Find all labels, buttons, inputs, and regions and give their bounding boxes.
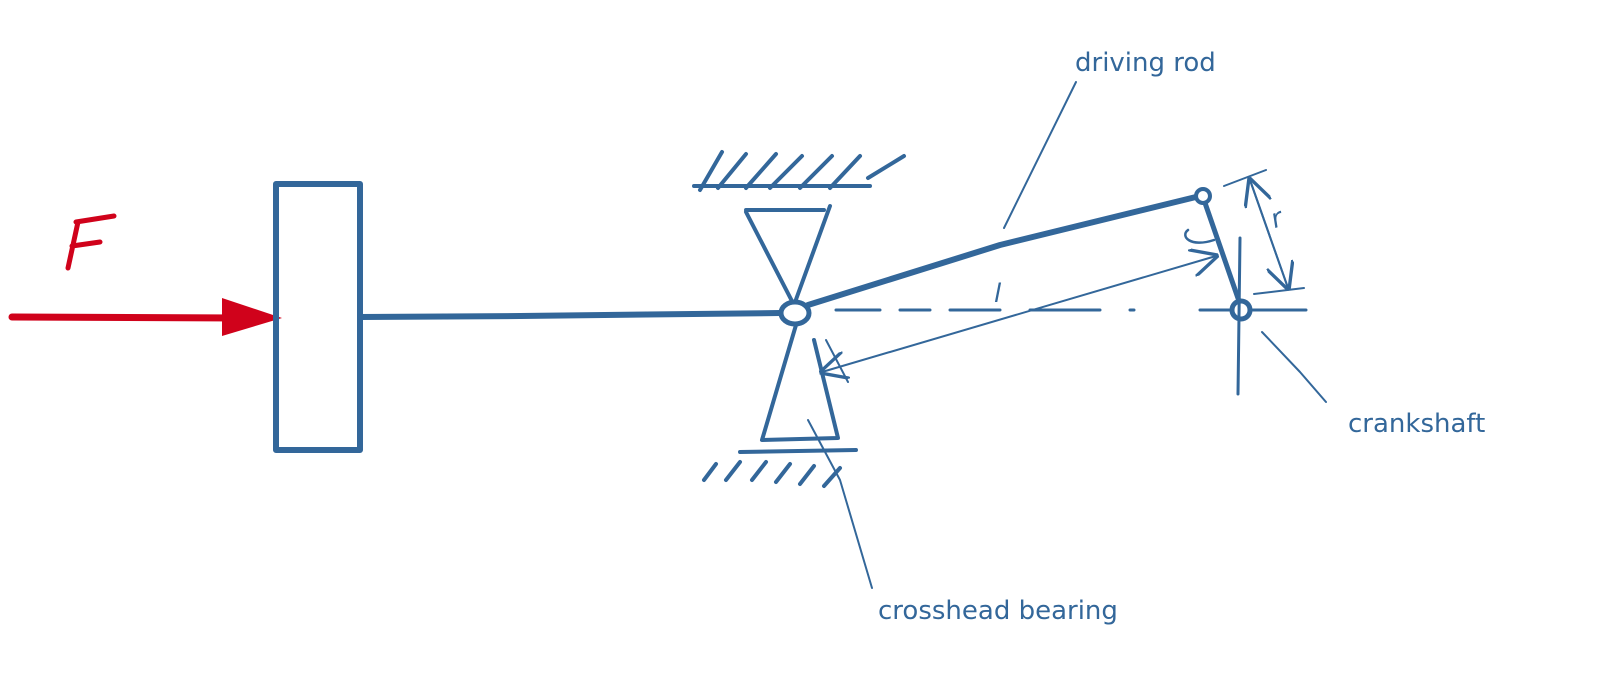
force-arrow bbox=[8, 213, 282, 336]
crank-radius-dimension bbox=[1223, 169, 1304, 294]
crankshaft bbox=[1184, 187, 1327, 403]
rod-length-dimension bbox=[822, 256, 1216, 372]
crosshead-bearing-label: crosshead bearing bbox=[878, 596, 1118, 626]
rod-length-label: l bbox=[994, 279, 1002, 309]
crankshaft-label: crankshaft bbox=[1348, 409, 1485, 439]
driving-rod-leader-line bbox=[1003, 81, 1077, 229]
driving-rod-label: driving rod bbox=[1075, 48, 1216, 78]
crank-radius-label: r bbox=[1267, 202, 1289, 235]
force-symbol bbox=[65, 213, 117, 271]
crosshead-leader-line bbox=[807, 419, 873, 589]
piston-rod bbox=[357, 310, 783, 320]
piston-block bbox=[273, 181, 363, 453]
right-angle-mark bbox=[1184, 228, 1216, 244]
crosshead-bearing bbox=[692, 150, 906, 589]
crankshaft-leader-line bbox=[1261, 331, 1327, 403]
driving-rod bbox=[805, 193, 1203, 308]
